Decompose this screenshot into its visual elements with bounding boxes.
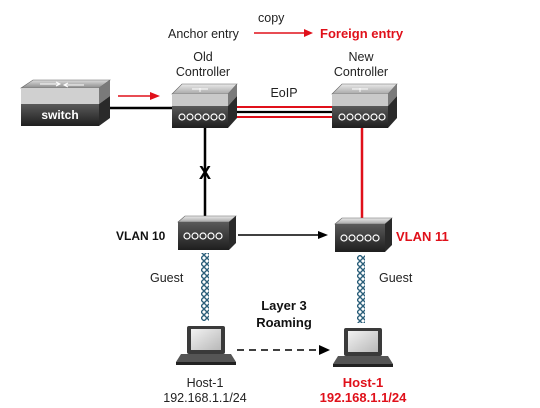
host-right-name: Host-1: [343, 375, 383, 390]
new-controller-label-line1: New: [348, 50, 374, 64]
new-controller-icon: [331, 83, 398, 128]
copy-label: copy: [258, 11, 285, 25]
vlan-move-arrow-head: [318, 231, 328, 239]
old-controller-label-line2: Controller: [176, 65, 230, 79]
host-left-ip: 192.168.1.1/24: [163, 391, 246, 405]
vlan10-label: VLAN 10: [116, 229, 166, 243]
old-controller-icon: [171, 83, 238, 128]
old-controller-label-line1: Old: [193, 50, 213, 64]
roaming-label-line2: Roaming: [256, 315, 312, 330]
eoip-label: EoIP: [270, 86, 297, 100]
copy-arrow-head: [304, 29, 313, 37]
switch-label: switch: [41, 108, 78, 122]
link-break-x: X: [199, 163, 211, 183]
switch-icon: [20, 79, 111, 126]
vlan11-access-point-icon: [334, 217, 393, 252]
incoming-arrow-head: [150, 92, 160, 100]
vlan10-access-point-icon: [177, 215, 237, 250]
host-left-name: Host-1: [187, 376, 224, 390]
roaming-label-line1: Layer 3: [261, 298, 307, 313]
guest-label-left: Guest: [150, 271, 184, 285]
vlan11-label: VLAN 11: [396, 229, 449, 244]
laptop-icon-right: [333, 328, 393, 367]
host-right-ip: 192.168.1.1/24: [320, 390, 408, 405]
new-controller-label-line2: Controller: [334, 65, 388, 79]
guest-label-right: Guest: [379, 271, 413, 285]
anchor-entry-label: Anchor entry: [168, 27, 240, 41]
foreign-entry-label: Foreign entry: [320, 26, 404, 41]
guest-wireless-left: [201, 253, 209, 321]
laptop-icon-left: [176, 326, 236, 365]
host-roaming-arrow-head: [319, 345, 330, 355]
guest-wireless-right: [357, 255, 365, 323]
